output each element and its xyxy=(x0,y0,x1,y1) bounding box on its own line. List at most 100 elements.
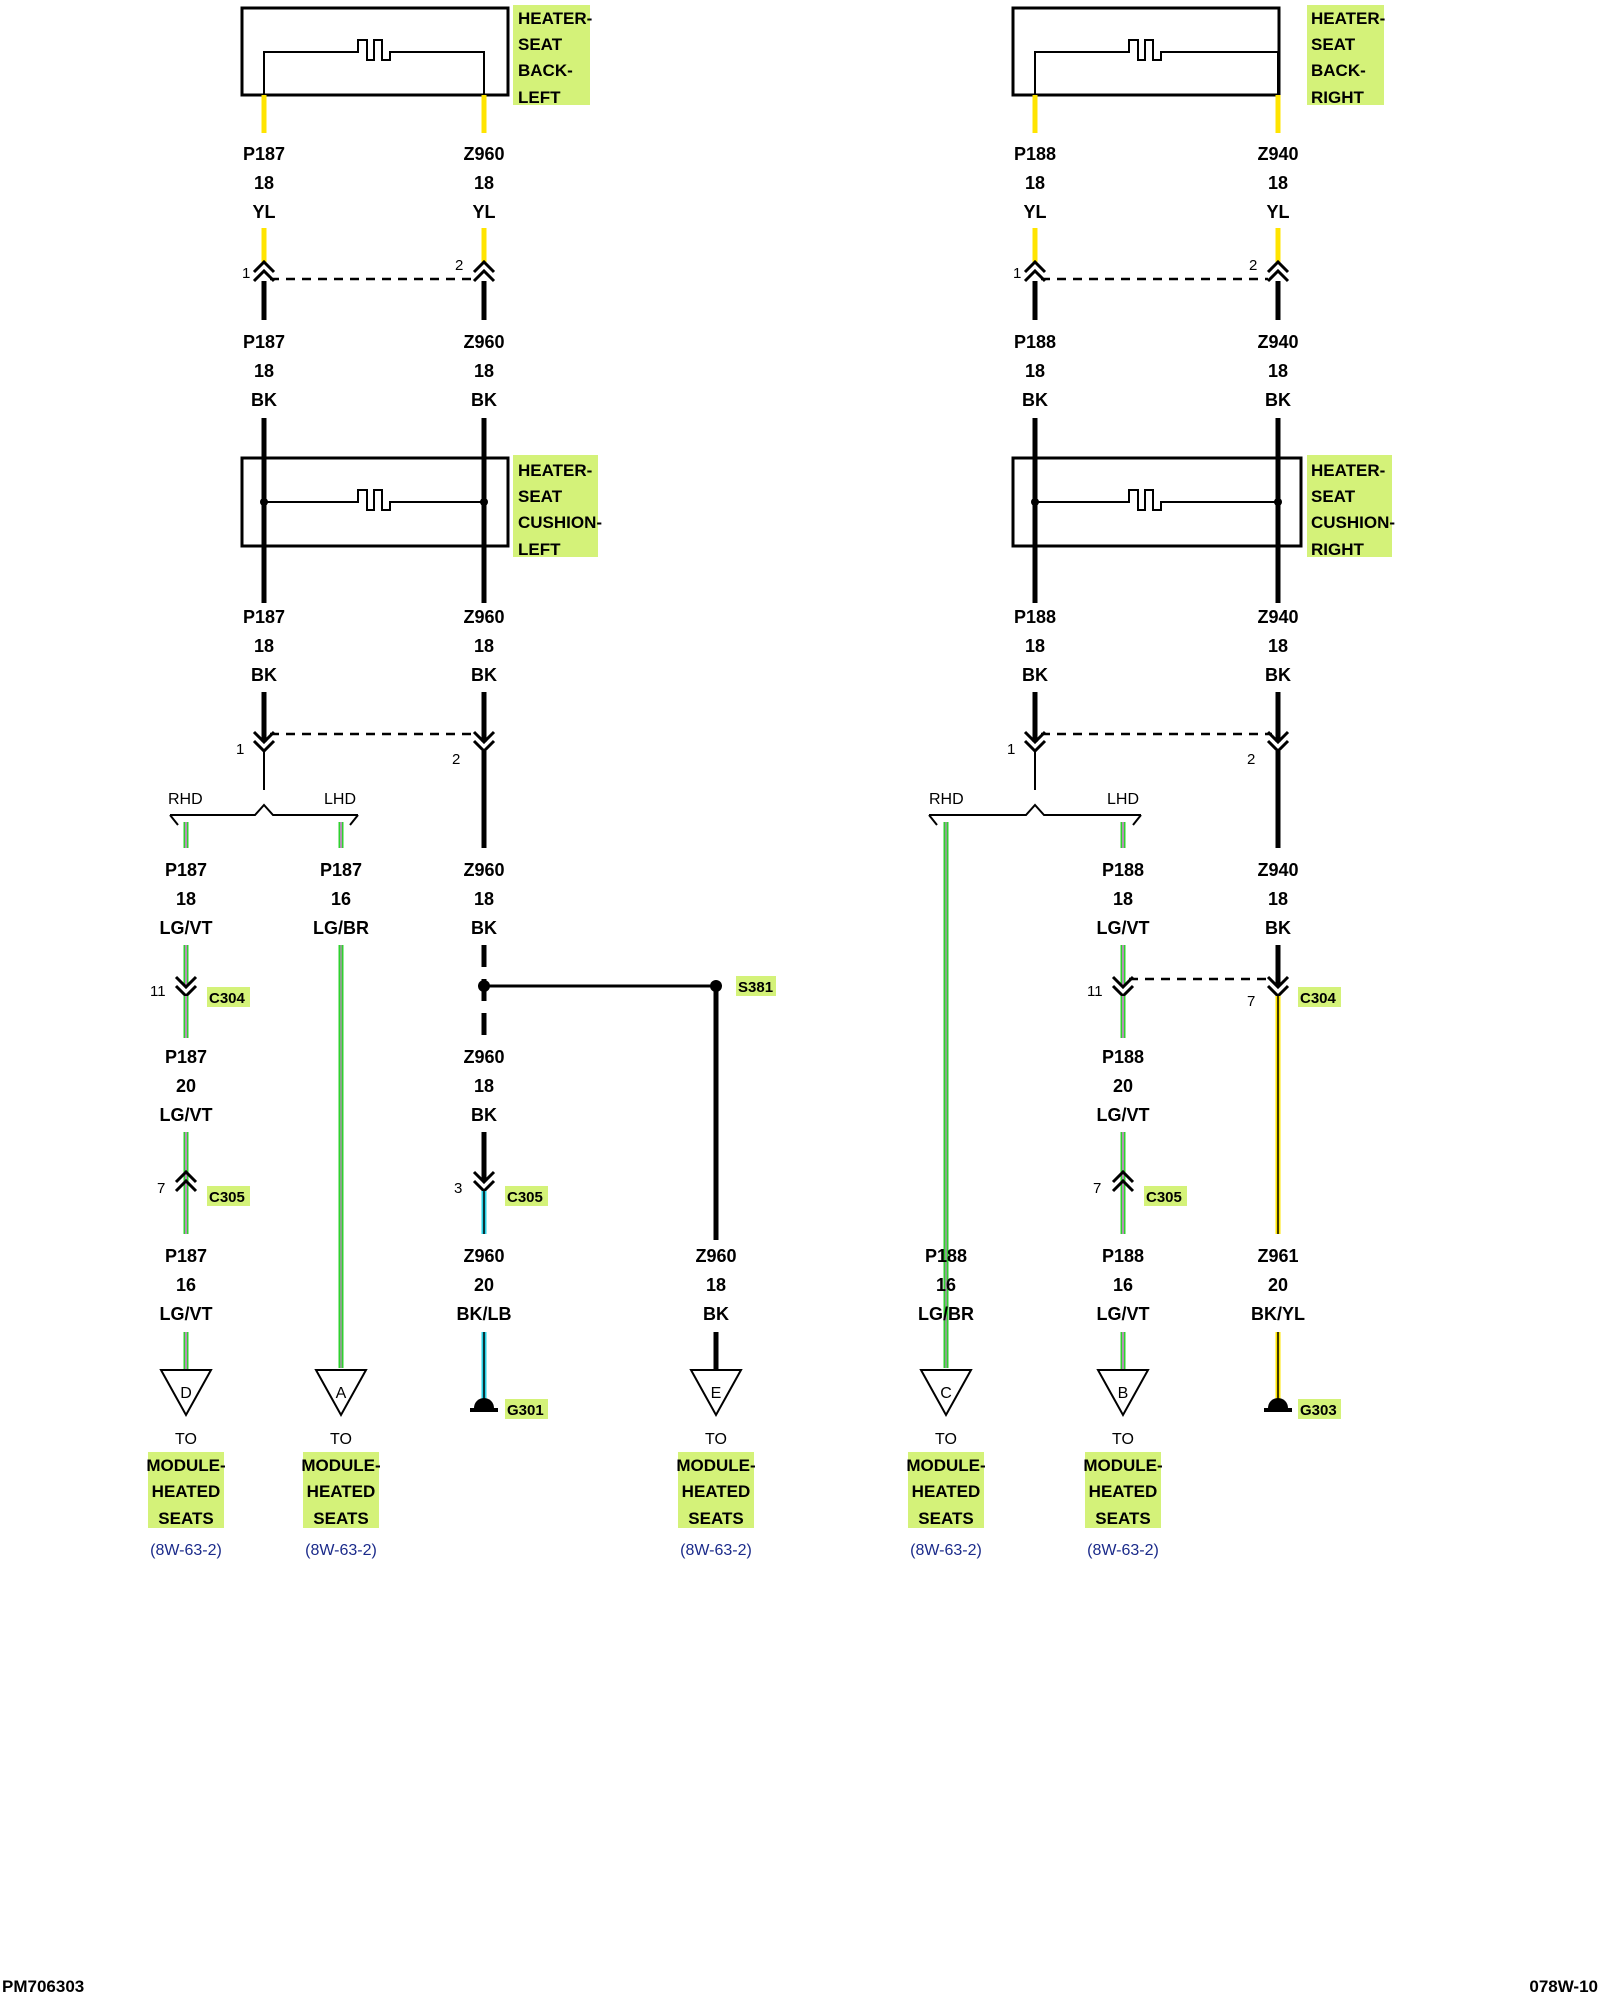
wire-label: BK/LB xyxy=(457,1304,512,1324)
lhd-label: LHD xyxy=(324,791,356,808)
terminal-d: D xyxy=(159,1369,213,1418)
pin-number: 11 xyxy=(1087,983,1103,1000)
wire-label: TO xyxy=(705,1431,727,1448)
reference-link[interactable]: (8W-63-2) xyxy=(680,1542,752,1559)
component-label: BACK- xyxy=(518,61,573,80)
wire-label: BK xyxy=(251,390,277,410)
splice-s381: S381 xyxy=(738,979,773,996)
wire-label-group: P187 18 BK Z960 18 BK xyxy=(243,607,505,685)
wire-label: P187 xyxy=(320,860,362,880)
wire-label-group: P187 18 YL Z960 18 YL xyxy=(243,144,505,222)
component-label: HEATER- xyxy=(518,9,592,28)
wire-label: BK xyxy=(471,1105,497,1125)
pin-number: 7 xyxy=(1093,1180,1101,1197)
pin-number: 2 xyxy=(1247,751,1255,768)
wire-label: P187 xyxy=(165,1047,207,1067)
wire-label: SEATS xyxy=(688,1509,743,1528)
wire-label: P187 xyxy=(243,607,285,627)
wire-label: 18 xyxy=(1268,173,1288,193)
module-label-b: TO MODULE- HEATED SEATS (8W-63-2) xyxy=(1083,1431,1162,1559)
wire-label: P187 xyxy=(243,144,285,164)
reference-link[interactable]: (8W-63-2) xyxy=(1087,1542,1159,1559)
wire-label: P188 xyxy=(1102,1047,1144,1067)
wire-label: G301 xyxy=(507,1402,544,1419)
wire-label: 18 xyxy=(706,1275,726,1295)
wire-label: 18 xyxy=(254,173,274,193)
wire-label: MODULE- xyxy=(1083,1456,1162,1475)
connector-c305: C305 xyxy=(507,1189,543,1206)
wire-label-group: P188 18 BK Z940 18 BK xyxy=(1014,607,1299,685)
pin-number: 1 xyxy=(236,741,244,758)
wire-label-group: P187 18 LG/VT P187 16 LG/BR Z960 18 BK xyxy=(160,860,505,938)
wire-label: P188 xyxy=(1014,144,1056,164)
wire-label-group: P188 18 YL Z940 18 YL xyxy=(1014,144,1299,222)
wire-label-group: P188 18 LG/VT Z940 18 BK xyxy=(1097,860,1299,938)
wire-label: Z960 xyxy=(463,860,504,880)
wire-label-group: P187 20 LG/VT Z960 18 BK xyxy=(160,1047,505,1125)
component-label: RIGHT xyxy=(1311,88,1365,107)
reference-link[interactable]: (8W-63-2) xyxy=(910,1542,982,1559)
heater-seat-cushion-left: HEATER- SEAT CUSHION- LEFT xyxy=(240,455,602,559)
component-label: SEAT xyxy=(518,35,563,54)
reference-link[interactable]: (8W-63-2) xyxy=(150,1542,222,1559)
wire-label: 16 xyxy=(331,889,351,909)
wire-label: P187 xyxy=(165,860,207,880)
pin-number: 2 xyxy=(455,257,463,274)
wire-label: MODULE- xyxy=(146,1456,225,1475)
wire-label: HEATED xyxy=(152,1482,221,1501)
wire-label: LG/VT xyxy=(160,1304,213,1324)
pin-number: 11 xyxy=(150,983,166,1000)
wire-label: LG/VT xyxy=(160,918,213,938)
wire-label: 20 xyxy=(176,1076,196,1096)
component-label: CUSHION- xyxy=(1311,513,1395,532)
wire-label: Z940 xyxy=(1257,860,1298,880)
wire-label-group: P188 16 LG/BR P188 16 LG/VT Z961 20 BK/Y… xyxy=(918,1246,1305,1324)
reference-link[interactable]: (8W-63-2) xyxy=(305,1542,377,1559)
wire-label: Z960 xyxy=(463,1047,504,1067)
wire-label: MODULE- xyxy=(301,1456,380,1475)
wire-label: BK/YL xyxy=(1251,1304,1305,1324)
wire-label: TO xyxy=(935,1431,957,1448)
wire-label: HEATED xyxy=(1089,1482,1158,1501)
terminal-c: C xyxy=(919,1369,973,1418)
wire-label: LG/VT xyxy=(1097,1105,1150,1125)
wire-label: 18 xyxy=(474,173,494,193)
wire-label: E xyxy=(711,1385,722,1402)
wire-label: SEATS xyxy=(313,1509,368,1528)
component-label: HEATER- xyxy=(1311,461,1385,480)
wire-label: Z940 xyxy=(1257,607,1298,627)
module-label-c: TO MODULE- HEATED SEATS (8W-63-2) xyxy=(906,1431,985,1559)
wire-label: YL xyxy=(252,202,275,222)
wire-label: TO xyxy=(175,1431,197,1448)
wire-label: MODULE- xyxy=(676,1456,755,1475)
terminal-a: A xyxy=(314,1369,368,1418)
wire-label: YL xyxy=(472,202,495,222)
wire-label: 18 xyxy=(1268,889,1288,909)
wire-label: SEATS xyxy=(158,1509,213,1528)
footer-left: PM706303 xyxy=(2,1977,84,1996)
wire-label: P188 xyxy=(925,1246,967,1266)
wire-label: LG/VT xyxy=(1097,918,1150,938)
module-label-e: TO MODULE- HEATED SEATS (8W-63-2) xyxy=(676,1431,755,1559)
wire-label: LG/BR xyxy=(313,918,369,938)
connector-c305: C305 xyxy=(1146,1189,1182,1206)
wire-label: HEATED xyxy=(307,1482,376,1501)
wire-label-group: P188 20 LG/VT xyxy=(1097,1047,1150,1125)
component-label: SEAT xyxy=(1311,487,1356,506)
wire-label: 18 xyxy=(474,1076,494,1096)
terminal-b: B xyxy=(1096,1369,1150,1418)
wire-label: 18 xyxy=(254,361,274,381)
wire-label: 18 xyxy=(176,889,196,909)
module-label-a: TO MODULE- HEATED SEATS (8W-63-2) xyxy=(301,1431,380,1559)
footer-right: 078W-10 xyxy=(1529,1977,1598,1996)
wire-label: BK xyxy=(251,665,277,685)
wire-label: 18 xyxy=(254,636,274,656)
wire-label: BK xyxy=(1265,918,1291,938)
pin-number: 1 xyxy=(1007,741,1015,758)
wire-label: Z960 xyxy=(463,607,504,627)
wire-label: P188 xyxy=(1014,607,1056,627)
wire-label: BK xyxy=(471,918,497,938)
wire-label: 18 xyxy=(1268,361,1288,381)
wire-label: 18 xyxy=(1025,636,1045,656)
wire-label: LG/VT xyxy=(160,1105,213,1125)
